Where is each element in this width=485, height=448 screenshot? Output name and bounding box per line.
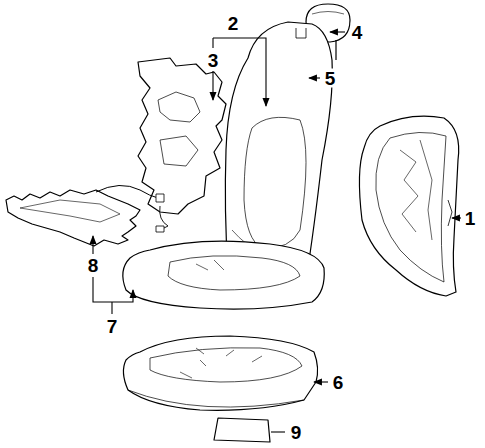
- callout-number: 3: [207, 51, 220, 70]
- callout-number: 8: [87, 256, 100, 275]
- pad-sheet: [214, 418, 270, 442]
- seat-cushion-cover: [123, 241, 324, 309]
- callout-number: 5: [324, 69, 337, 88]
- callout-number: 1: [464, 209, 477, 228]
- seat-heater-mat: [6, 185, 164, 246]
- callout-number: 7: [106, 317, 119, 336]
- callout-number: 2: [227, 14, 240, 33]
- callout-number: 4: [351, 23, 364, 42]
- seat-cushion-pad: [123, 336, 317, 410]
- callout-number: 9: [290, 423, 303, 442]
- callout-number: 6: [332, 373, 345, 392]
- seatback-frame: [359, 116, 458, 296]
- seatback-pad: [138, 58, 226, 232]
- leader-lines: [93, 32, 461, 432]
